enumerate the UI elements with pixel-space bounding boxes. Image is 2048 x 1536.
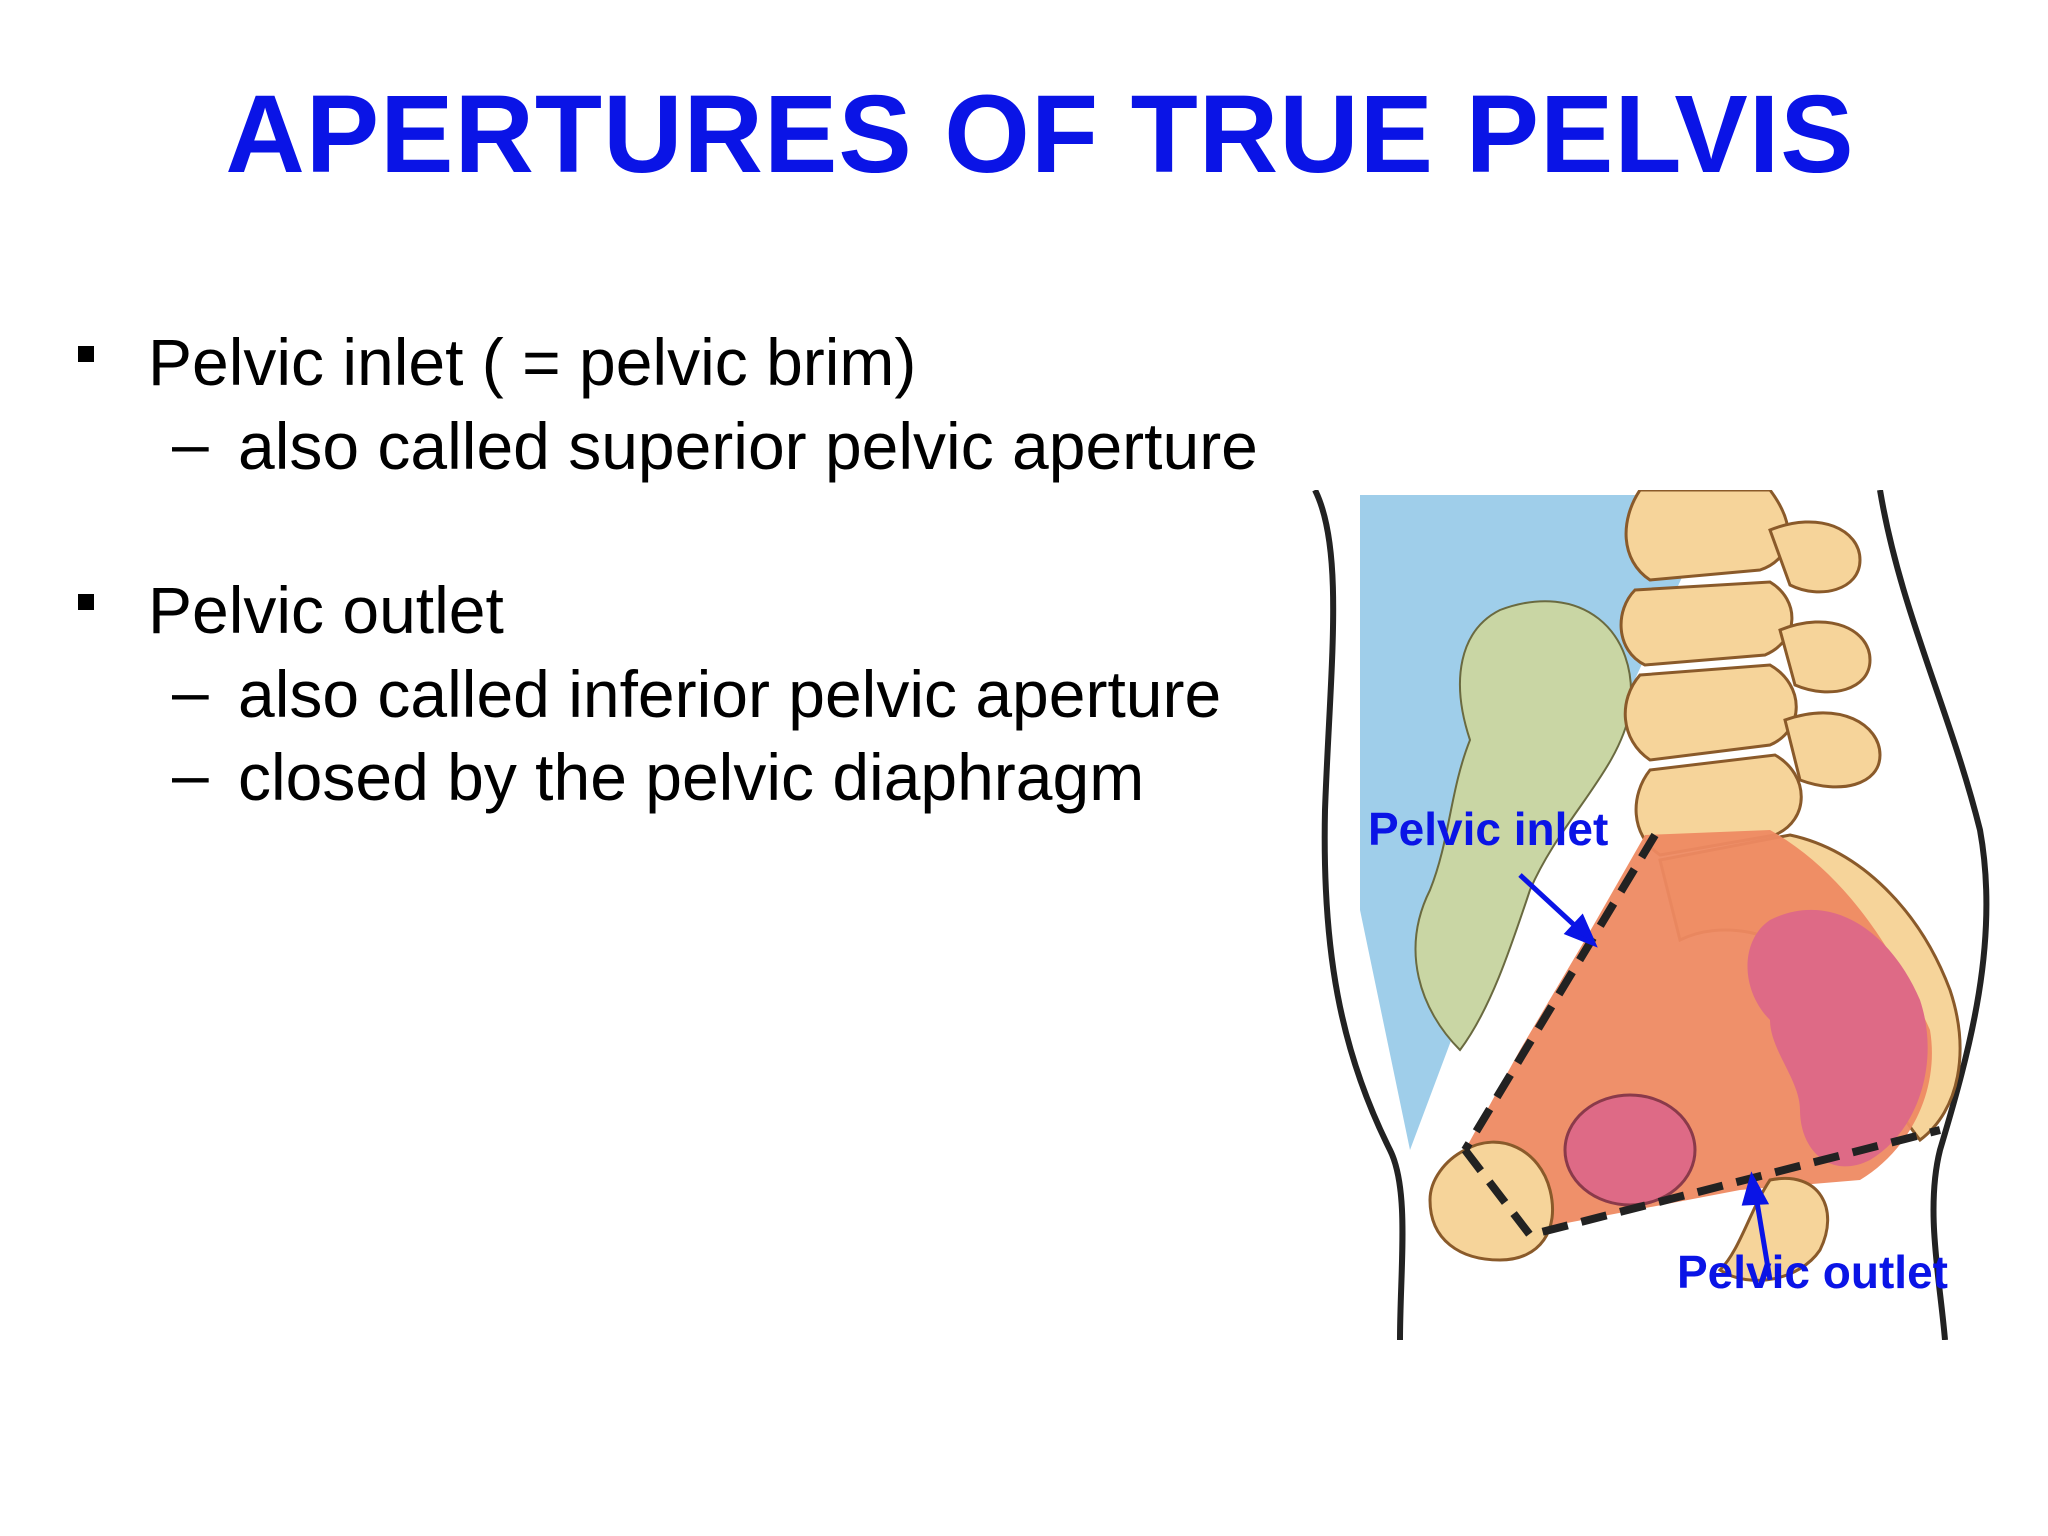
sub-bullet-marker: – bbox=[172, 737, 209, 811]
bullet-text-pelvic-outlet: Pelvic outlet bbox=[148, 573, 504, 647]
rectum-region bbox=[1747, 909, 1928, 1167]
inlet-arrow bbox=[1518, 873, 1598, 948]
sub-bullet-marker: – bbox=[172, 406, 209, 480]
body-outline-left bbox=[1312, 490, 1406, 1340]
outlet-arrow bbox=[1741, 1171, 1773, 1281]
sub-bullet-text: also called inferior pelvic aperture bbox=[238, 657, 1222, 731]
spine bbox=[1619, 490, 1882, 857]
pelvis-illustration: Pelvic inlet Pelvic outlet bbox=[1300, 490, 2040, 1340]
sub-bullet-text: closed by the pelvic diaphragm bbox=[238, 740, 1145, 814]
bullet-text-pelvic-inlet: Pelvic inlet ( = pelvic brim) bbox=[148, 325, 917, 399]
coccyx bbox=[1717, 1177, 1830, 1282]
body-outline-right bbox=[1877, 490, 1990, 1340]
inlet-dashed-line bbox=[1461, 832, 1659, 1153]
bullet-list: Pelvic inlet ( = pelvic brim) – also cal… bbox=[0, 0, 1340, 900]
bullet-marker bbox=[78, 594, 94, 610]
slide-title: APERTURES OF TRUE PELVIS bbox=[225, 73, 1855, 196]
pelvis-drawing bbox=[1312, 490, 1990, 1340]
organ-oval bbox=[1563, 1093, 1697, 1207]
bullet-marker bbox=[78, 346, 94, 362]
label-pelvic-outlet: Pelvic outlet bbox=[1677, 1246, 1948, 1298]
sub-bullet-marker: – bbox=[172, 654, 209, 728]
sub-bullet-text: also called superior pelvic aperture bbox=[238, 409, 1258, 483]
label-pelvic-inlet: Pelvic inlet bbox=[1368, 803, 1609, 855]
pubic-bone bbox=[1428, 1140, 1555, 1262]
